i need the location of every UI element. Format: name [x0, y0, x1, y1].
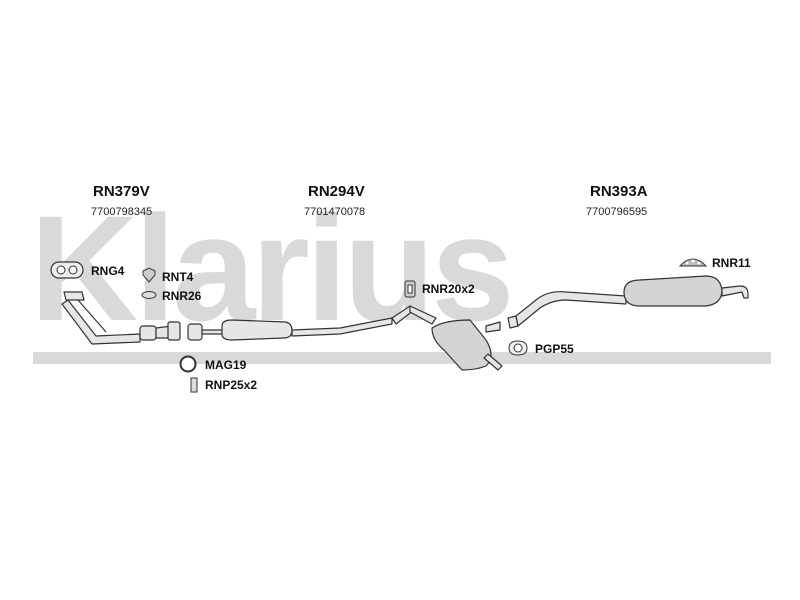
fitting-label-rnr20x2: RNR20x2	[422, 282, 475, 296]
rubber-ring-icon	[141, 291, 157, 299]
connector-pipe-part	[167, 321, 203, 341]
mounting-rubber-icon	[142, 267, 156, 283]
center-box-part	[431, 319, 503, 371]
assembly-code-front: RN379V	[93, 183, 150, 200]
assembly-ref-rear: 7700796595	[586, 206, 648, 218]
assembly-ref-middle: 7701470078	[304, 206, 366, 218]
front-downpipe-part	[61, 291, 173, 345]
fitting-label-mag19: MAG19	[205, 358, 247, 372]
fitting-label-rnt4: RNT4	[162, 270, 194, 284]
gasket-icon	[50, 261, 84, 279]
flange-gasket-icon	[508, 340, 528, 356]
fitting-label-rnr11: RNR11	[712, 256, 751, 270]
assembly-code-middle: RN294V	[308, 183, 365, 200]
fitting-label-rnp25x2: RNP25x2	[205, 378, 258, 392]
rear-silencer-part	[507, 275, 749, 329]
watermark-underline	[33, 352, 771, 364]
fitting-label-rng4: RNG4	[91, 264, 125, 278]
fitting-label-rnr26: RNR26	[162, 289, 202, 303]
pipe-connector-icon	[190, 377, 198, 393]
fitting-label-pgp55: PGP55	[535, 342, 574, 356]
assembly-ref-front: 7700798345	[91, 206, 153, 218]
assembly-code-rear: RN393A	[590, 183, 648, 200]
hanger-rubber-icon	[404, 280, 416, 298]
middle-silencer-part	[201, 305, 437, 341]
rubber-hanger-icon	[678, 258, 708, 267]
clamp-ring-icon	[179, 355, 197, 373]
